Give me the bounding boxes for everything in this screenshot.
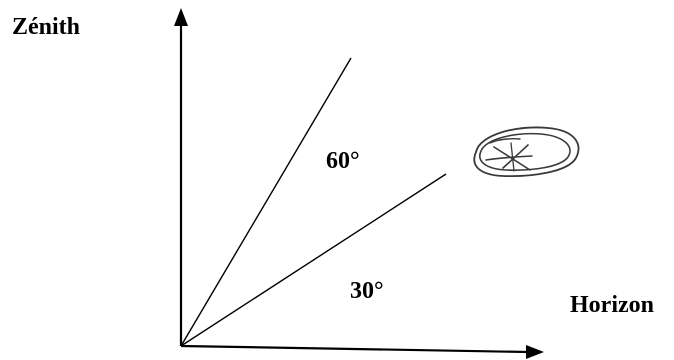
- scribble-oval-inner: [479, 132, 571, 171]
- scribble-cross-horizontal: [485, 155, 533, 161]
- scribble-oval-outer: [473, 126, 580, 178]
- horizon-label: Horizon: [570, 292, 654, 318]
- zenith-axis: [174, 8, 188, 346]
- horizon-axis-line: [180, 344, 529, 354]
- angle-label-upper: 60°: [326, 148, 360, 174]
- horizon-arrowhead: [526, 345, 544, 359]
- scribble-cross-diagonal-a: [493, 146, 531, 171]
- angle-label-lower: 30°: [350, 278, 384, 304]
- horizon-axis: [180, 344, 544, 359]
- zenith-label: Zénith: [12, 14, 80, 40]
- scribble-cross-vertical: [510, 142, 515, 172]
- ray-30-degree: [180, 173, 447, 347]
- scribble-top-stroke: [489, 138, 521, 144]
- hand-drawn-scribble: [473, 126, 580, 178]
- ray-60-degree: [180, 57, 352, 347]
- zenith-arrowhead: [174, 8, 188, 26]
